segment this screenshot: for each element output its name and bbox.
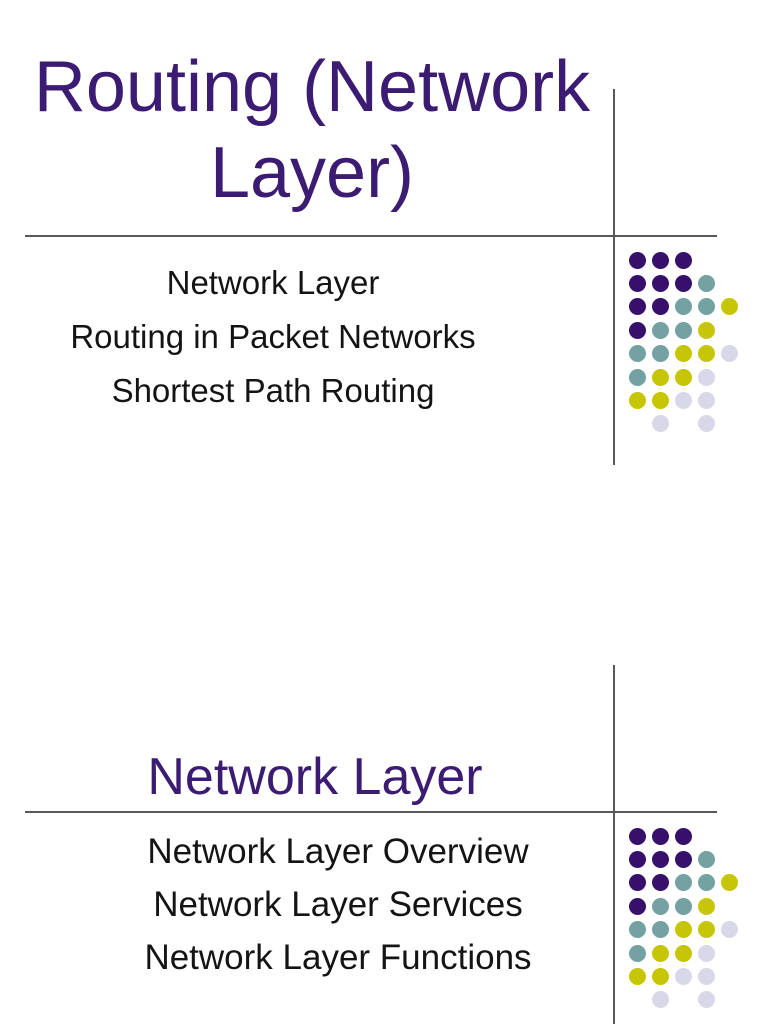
- decorative-dot: [674, 274, 692, 292]
- decorative-dot: [628, 274, 646, 292]
- decorative-dot: [628, 321, 646, 339]
- decorative-dot: [720, 298, 738, 316]
- decorative-dot: [720, 874, 738, 892]
- decorative-dot: [720, 345, 738, 363]
- decorative-dot: [651, 391, 669, 409]
- decorative-dot: [697, 991, 715, 1009]
- decorative-dot: [674, 850, 692, 868]
- decorative-dot: [697, 921, 715, 939]
- decorative-dot: [697, 967, 715, 985]
- decorative-dot: [628, 345, 646, 363]
- decorative-dot: [674, 368, 692, 386]
- decorative-dot: [674, 298, 692, 316]
- slide1-subtitle-line: Routing in Packet Networks: [70, 318, 476, 355]
- decorative-dot: [628, 251, 646, 269]
- decorative-dot: [651, 827, 669, 845]
- decorative-dot: [651, 415, 669, 433]
- decorative-dot: [651, 274, 669, 292]
- decorative-dot: [651, 321, 669, 339]
- slide1-title-line1: Routing (Network: [33, 47, 591, 127]
- decorative-dot: [651, 345, 669, 363]
- decorative-dot: [674, 345, 692, 363]
- decorative-dot: [697, 345, 715, 363]
- decorative-dot: [628, 874, 646, 892]
- slide2-bullet-line: Network Layer Overview: [147, 832, 529, 871]
- decorative-dot: [674, 391, 692, 409]
- slide2-bullet-line: Network Layer Functions: [144, 938, 532, 977]
- decorative-dot: [651, 897, 669, 915]
- slide1-title-line2: Layer): [209, 133, 415, 213]
- slide1-title: Routing (Network Layer): [12, 44, 612, 216]
- decorative-dot: [651, 850, 669, 868]
- decorative-dot: [651, 874, 669, 892]
- slide2-vertical-divider: [613, 665, 615, 1024]
- decorative-dot: [674, 321, 692, 339]
- decorative-dot: [674, 897, 692, 915]
- decorative-dot: [720, 921, 738, 939]
- decorative-dot: [697, 850, 715, 868]
- decorative-dot: [628, 827, 646, 845]
- decorative-dot: [651, 921, 669, 939]
- decorative-dot: [697, 298, 715, 316]
- decorative-dot: [628, 368, 646, 386]
- decorative-dot: [651, 298, 669, 316]
- decorative-dot: [628, 967, 646, 985]
- decorative-dot: [674, 874, 692, 892]
- decorative-dot: [628, 897, 646, 915]
- decorative-dot: [628, 921, 646, 939]
- decorative-dot: [674, 921, 692, 939]
- decorative-dot: [697, 391, 715, 409]
- decorative-dot: [674, 944, 692, 962]
- slide1-subtitle-block: Network Layer Routing in Packet Networks…: [23, 256, 523, 418]
- decorative-dot: [651, 251, 669, 269]
- decorative-dot: [674, 251, 692, 269]
- slide1-horizontal-divider: [25, 235, 717, 237]
- decorative-dot: [674, 967, 692, 985]
- slide2-bullet-line: Network Layer Services: [153, 885, 523, 924]
- decorative-dot: [674, 827, 692, 845]
- slide1-vertical-divider: [613, 89, 615, 465]
- decorative-dot: [628, 944, 646, 962]
- decorative-dot: [697, 415, 715, 433]
- decorative-dot: [651, 368, 669, 386]
- decorative-dot: [697, 274, 715, 292]
- slide1-subtitle-line: Network Layer: [166, 264, 380, 301]
- decorative-dot: [697, 368, 715, 386]
- decorative-dot: [697, 874, 715, 892]
- slide1-subtitle-line: Shortest Path Routing: [111, 372, 435, 409]
- decorative-dot: [697, 321, 715, 339]
- decorative-dot: [628, 850, 646, 868]
- decorative-dot: [697, 897, 715, 915]
- decorative-dot: [651, 967, 669, 985]
- slide2-bullet-block: Network Layer Overview Network Layer Ser…: [38, 825, 638, 984]
- decorative-dot: [628, 391, 646, 409]
- decorative-dot: [697, 944, 715, 962]
- decorative-dot: [628, 298, 646, 316]
- slide2-horizontal-divider: [25, 811, 717, 813]
- decorative-dot: [651, 944, 669, 962]
- slide2-title: Network Layer: [147, 748, 483, 806]
- decorative-dot: [651, 991, 669, 1009]
